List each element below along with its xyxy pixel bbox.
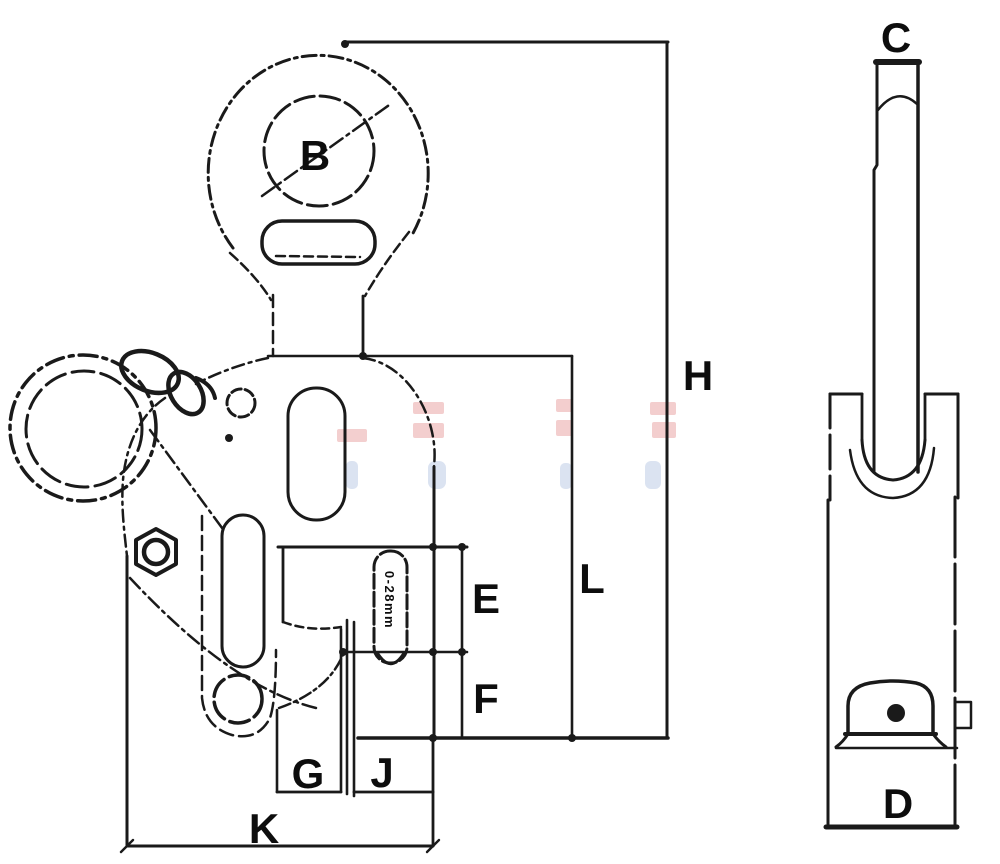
body-hidden-diagonal-upper [148, 428, 227, 534]
bar-left-edge [872, 60, 879, 474]
body-left-curve [121, 396, 167, 558]
hex-nut-inner [141, 537, 171, 567]
side-view: C D [823, 14, 973, 830]
body-lower-slot [220, 513, 266, 669]
dim-label-G: G [292, 750, 325, 797]
dim-label-E: E [472, 575, 500, 622]
cam-dome [846, 679, 935, 735]
eye-hole-diameter-line [260, 101, 394, 198]
jaw-capacity-slot-bottom [376, 651, 406, 666]
eye-outer-outline [206, 53, 430, 250]
tick [568, 734, 576, 742]
shackle-ring [8, 353, 158, 503]
dim-label-J: J [370, 749, 393, 796]
side-clevis [828, 392, 960, 502]
bar-inner-arc [876, 95, 919, 112]
front-labels: B H L E F G J K [249, 132, 713, 852]
chain-link-1 [119, 348, 181, 396]
tick [458, 648, 466, 656]
body-hidden-diagonal-lower [128, 576, 318, 710]
body-top-left-edge [194, 356, 270, 386]
eye-left-flare [228, 251, 273, 302]
tick [429, 648, 437, 656]
chain-link-2 [166, 369, 206, 417]
eye-right-flare [363, 230, 411, 298]
body-lower-hole [212, 673, 264, 725]
cam-hook-right [931, 732, 948, 749]
side-right-tab [953, 700, 973, 730]
dim-label-H: H [683, 352, 713, 399]
tick [339, 648, 347, 656]
clevis-slot-bottom [860, 438, 927, 482]
jaw-assembly: 0-28mm [276, 545, 469, 798]
ring-inner [24, 369, 144, 489]
lifting-eye [206, 53, 430, 358]
dim-label-L: L [579, 555, 605, 602]
hex-nut-outer [134, 527, 178, 577]
tick [429, 734, 437, 742]
tick [359, 352, 367, 360]
jaw-capacity-text: 0-28mm [382, 571, 397, 629]
dim-label-C: C [881, 14, 911, 61]
front-view: 0-28mm [8, 40, 713, 854]
tick [458, 543, 466, 551]
dim-label-B: B [300, 132, 330, 179]
clamp-body [121, 356, 436, 742]
watermark-blue-fragments [346, 461, 661, 489]
tick [341, 40, 349, 48]
slash-tick-K-left [119, 838, 135, 854]
body-top-right-curve [361, 356, 436, 469]
dim-label-K: K [249, 805, 279, 852]
eye-lower-slot [260, 219, 377, 266]
eye-lower-slot-hidden-line [274, 254, 362, 259]
lower-arm-outline [200, 514, 278, 738]
chain-links [119, 348, 217, 417]
side-labels: C D [881, 14, 913, 827]
eye-hole [262, 94, 376, 208]
slash-tick-K-right [425, 838, 441, 854]
cam-hook-left [834, 732, 850, 749]
body-small-hole [225, 387, 257, 419]
dim-label-F: F [473, 675, 499, 722]
clevis-slot-bottom-2 [848, 446, 936, 500]
hex-nut [134, 527, 178, 577]
chain-lug [194, 376, 217, 400]
side-eye-bar [872, 59, 922, 474]
front-dimensions [119, 40, 670, 854]
body-upper-slot [286, 386, 347, 522]
tick [429, 543, 437, 551]
ring-outer [8, 353, 158, 503]
dim-label-D: D [883, 780, 913, 827]
watermark-pink-fragments [337, 399, 676, 442]
body-pin-dot [225, 434, 233, 442]
cam-top-edge [281, 620, 343, 630]
cam-pivot-dot [887, 704, 905, 722]
side-body [823, 495, 973, 830]
